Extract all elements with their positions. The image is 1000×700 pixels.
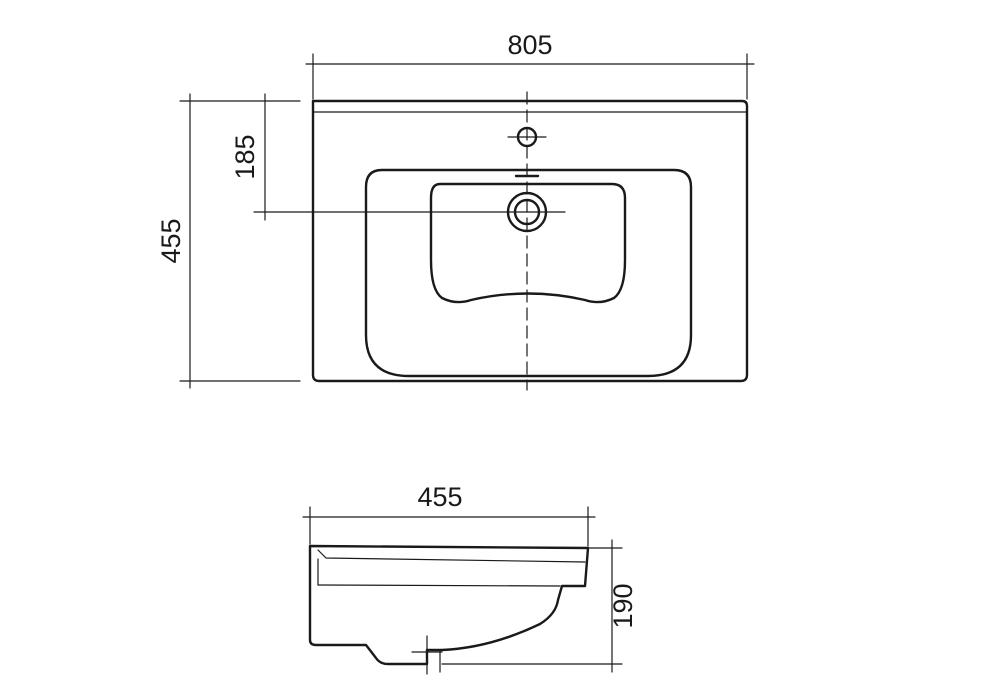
side-width-dim-label: 455 <box>417 482 462 512</box>
height-dim-label: 190 <box>608 583 638 628</box>
basin-outline <box>364 168 693 378</box>
width-dim-label: 805 <box>507 30 552 60</box>
bowl-outline <box>429 182 627 304</box>
sink-side-profile <box>308 544 590 666</box>
side-view: 455 190 <box>302 482 638 675</box>
sink-top-outline <box>311 99 749 383</box>
depth-dim-label: 455 <box>156 218 186 263</box>
offset-dim-label: 185 <box>230 134 260 179</box>
top-view: 805 455 185 <box>156 30 755 391</box>
side-bowl-line <box>317 584 561 587</box>
side-rim <box>317 549 586 563</box>
